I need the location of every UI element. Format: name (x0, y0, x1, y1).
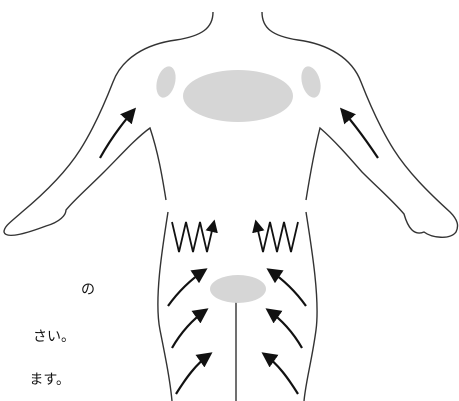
right-thigh-arrow-1-icon (269, 270, 306, 306)
right-armpit-patch (298, 64, 324, 100)
caption-line-2: さい。 (0, 329, 75, 345)
right-leg-outline (304, 212, 317, 401)
left-arm-arrow-icon (100, 110, 134, 158)
caption-line-3: ます。 (0, 372, 70, 388)
right-thigh-arrow-2-icon (268, 310, 302, 348)
left-thigh-arrow-1-icon (168, 270, 205, 306)
left-leg-outline (158, 212, 172, 401)
right-arm-arrow-icon (342, 110, 378, 158)
chest-patch (183, 70, 293, 122)
left-armpit-patch (153, 64, 179, 100)
zigzag-arrow-right-icon (256, 222, 298, 252)
left-thigh-arrow-3-icon (176, 354, 210, 394)
lower-abdomen-patch (210, 275, 266, 303)
left-thigh-arrow-2-icon (172, 310, 206, 348)
upper-body-outline-right (262, 12, 458, 237)
right-thigh-arrow-3-icon (264, 354, 298, 394)
caption-line-1: の (0, 282, 95, 298)
upper-body-outline (4, 12, 213, 235)
zigzag-arrow-left-icon (172, 222, 214, 252)
